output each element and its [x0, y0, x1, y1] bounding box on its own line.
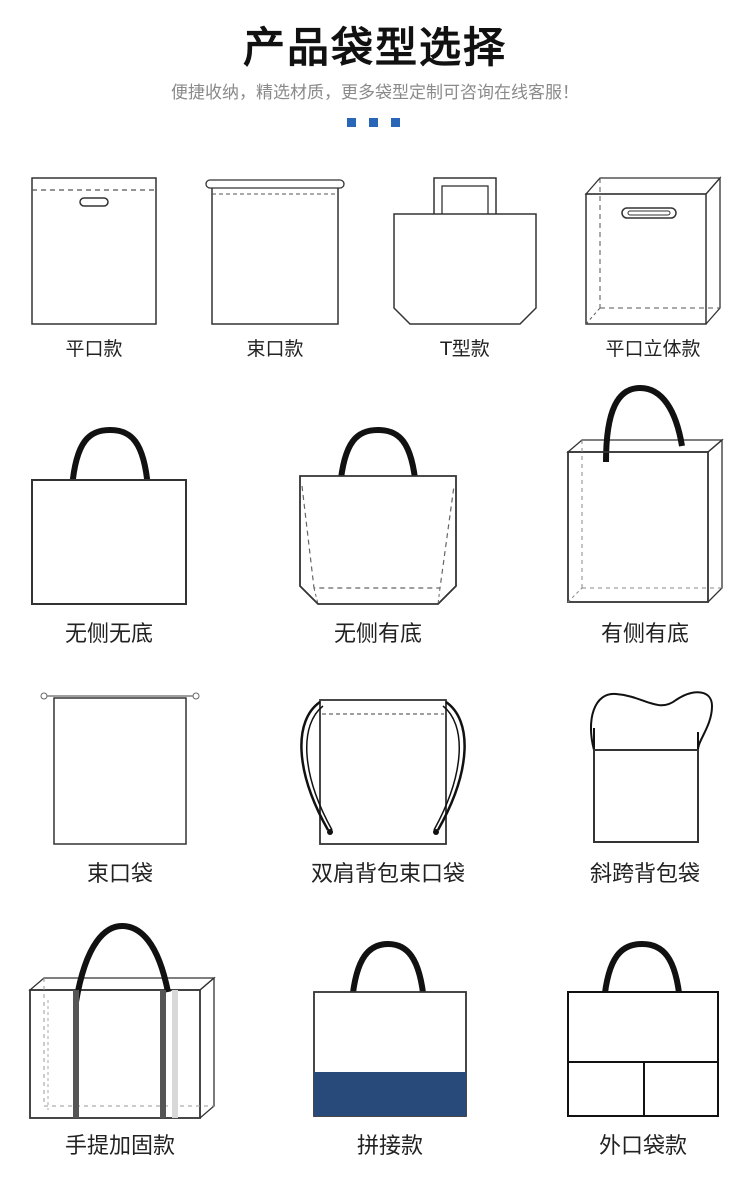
two-tone-tote-icon	[313, 940, 467, 1117]
bag-label: 拼接款	[356, 1134, 423, 1159]
bag-card-t-shape[interactable]: T型款	[390, 170, 540, 360]
bag-label: 斜跨背包袋	[589, 862, 700, 887]
bag-label: 有侧有底	[600, 622, 689, 647]
bag-label: 平口款	[65, 338, 123, 360]
bag-card-pouch[interactable]: 束口袋	[40, 690, 200, 890]
box-tote-icon	[566, 384, 724, 603]
color-stripe	[314, 1072, 466, 1116]
bag-card-flat[interactable]: 平口款	[24, 170, 164, 360]
bag-card-pocket[interactable]: 外口袋款	[560, 936, 726, 1170]
bag-label: 束口款	[246, 338, 304, 360]
bag-card-drawstring-flat[interactable]: 束口款	[200, 170, 350, 360]
bag-label: 无侧有底	[333, 622, 422, 647]
page-subtitle: 便捷收纳，精选材质，更多袋型定制可咨询在线客服！	[171, 83, 579, 103]
bag-card-backpack[interactable]: 双肩背包束口袋	[290, 690, 486, 890]
decorative-dots	[347, 118, 407, 128]
bag-label: 无侧无底	[64, 622, 153, 647]
bottom-gusset-tote-icon	[299, 426, 457, 605]
page-title: 产品袋型选择	[242, 23, 507, 72]
bag-label: 束口袋	[86, 862, 153, 887]
drawstring-pouch-icon	[40, 692, 200, 845]
reinforced-handle-bag-icon	[28, 922, 216, 1119]
bag-label: T型款	[440, 338, 490, 360]
bag-card-bottom-gusset[interactable]: 无侧有底	[290, 420, 466, 650]
flat-die-cut-bag-icon	[31, 177, 157, 325]
t-shape-tote-icon	[393, 177, 537, 325]
drawstring-flat-bag-icon	[205, 179, 345, 325]
bag-card-crossbody[interactable]: 斜跨背包袋	[570, 680, 720, 890]
front-pocket-tote-icon	[567, 940, 719, 1117]
crossbody-bag-icon	[590, 691, 714, 843]
flat-3d-box-bag-icon	[584, 176, 722, 325]
bag-label: 平口立体款	[605, 338, 701, 360]
bag-card-flat-3d[interactable]: 平口立体款	[578, 170, 728, 360]
bag-label: 外口袋款	[598, 1134, 687, 1159]
bag-card-box[interactable]: 有侧有底	[562, 380, 728, 650]
drawstring-backpack-icon	[300, 699, 466, 845]
bag-label: 双肩背包束口袋	[310, 862, 465, 887]
bag-label: 手提加固款	[64, 1134, 175, 1159]
bag-card-two-tone[interactable]: 拼接款	[306, 936, 474, 1170]
bag-card-no-gusset[interactable]: 无侧无底	[24, 420, 194, 650]
bag-card-reinforced[interactable]: 手提加固款	[22, 920, 218, 1170]
no-gusset-tote-icon	[31, 426, 187, 605]
